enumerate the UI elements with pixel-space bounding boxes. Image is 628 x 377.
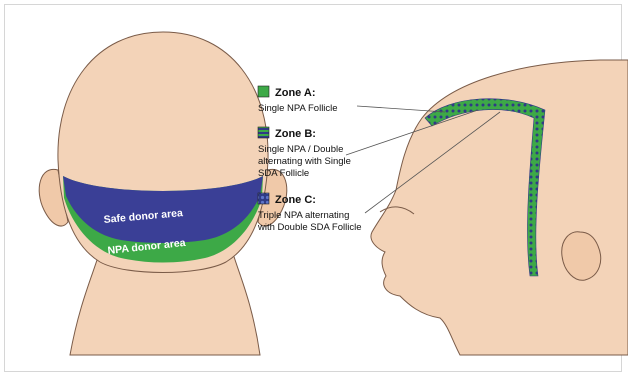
zone-c-swatch: [258, 193, 269, 204]
side-profile: [371, 60, 628, 355]
zone-b-swatch: [258, 127, 269, 138]
zone-c-line-2: with Double SDA Follicle: [257, 222, 362, 233]
zone-b-line-3: SDA Follicle: [258, 168, 309, 179]
zone-a-line-1: Single NPA Follicle: [258, 103, 338, 114]
zone-a-swatch: [258, 86, 269, 97]
zone-b-line-2: alternating with Single: [258, 156, 351, 167]
zone-a-title: Zone A:: [275, 87, 316, 99]
zone-c-title: Zone C:: [275, 194, 316, 206]
back-of-head: Safe donor area NPA donor area: [39, 32, 287, 355]
zone-b-line-1: Single NPA / Double: [258, 144, 343, 155]
zone-b-title: Zone B:: [275, 128, 316, 140]
zone-c-line-1: Triple NPA alternating: [258, 210, 349, 221]
legend: Zone A: Single NPA Follicle Zone B: Sing…: [257, 86, 362, 233]
